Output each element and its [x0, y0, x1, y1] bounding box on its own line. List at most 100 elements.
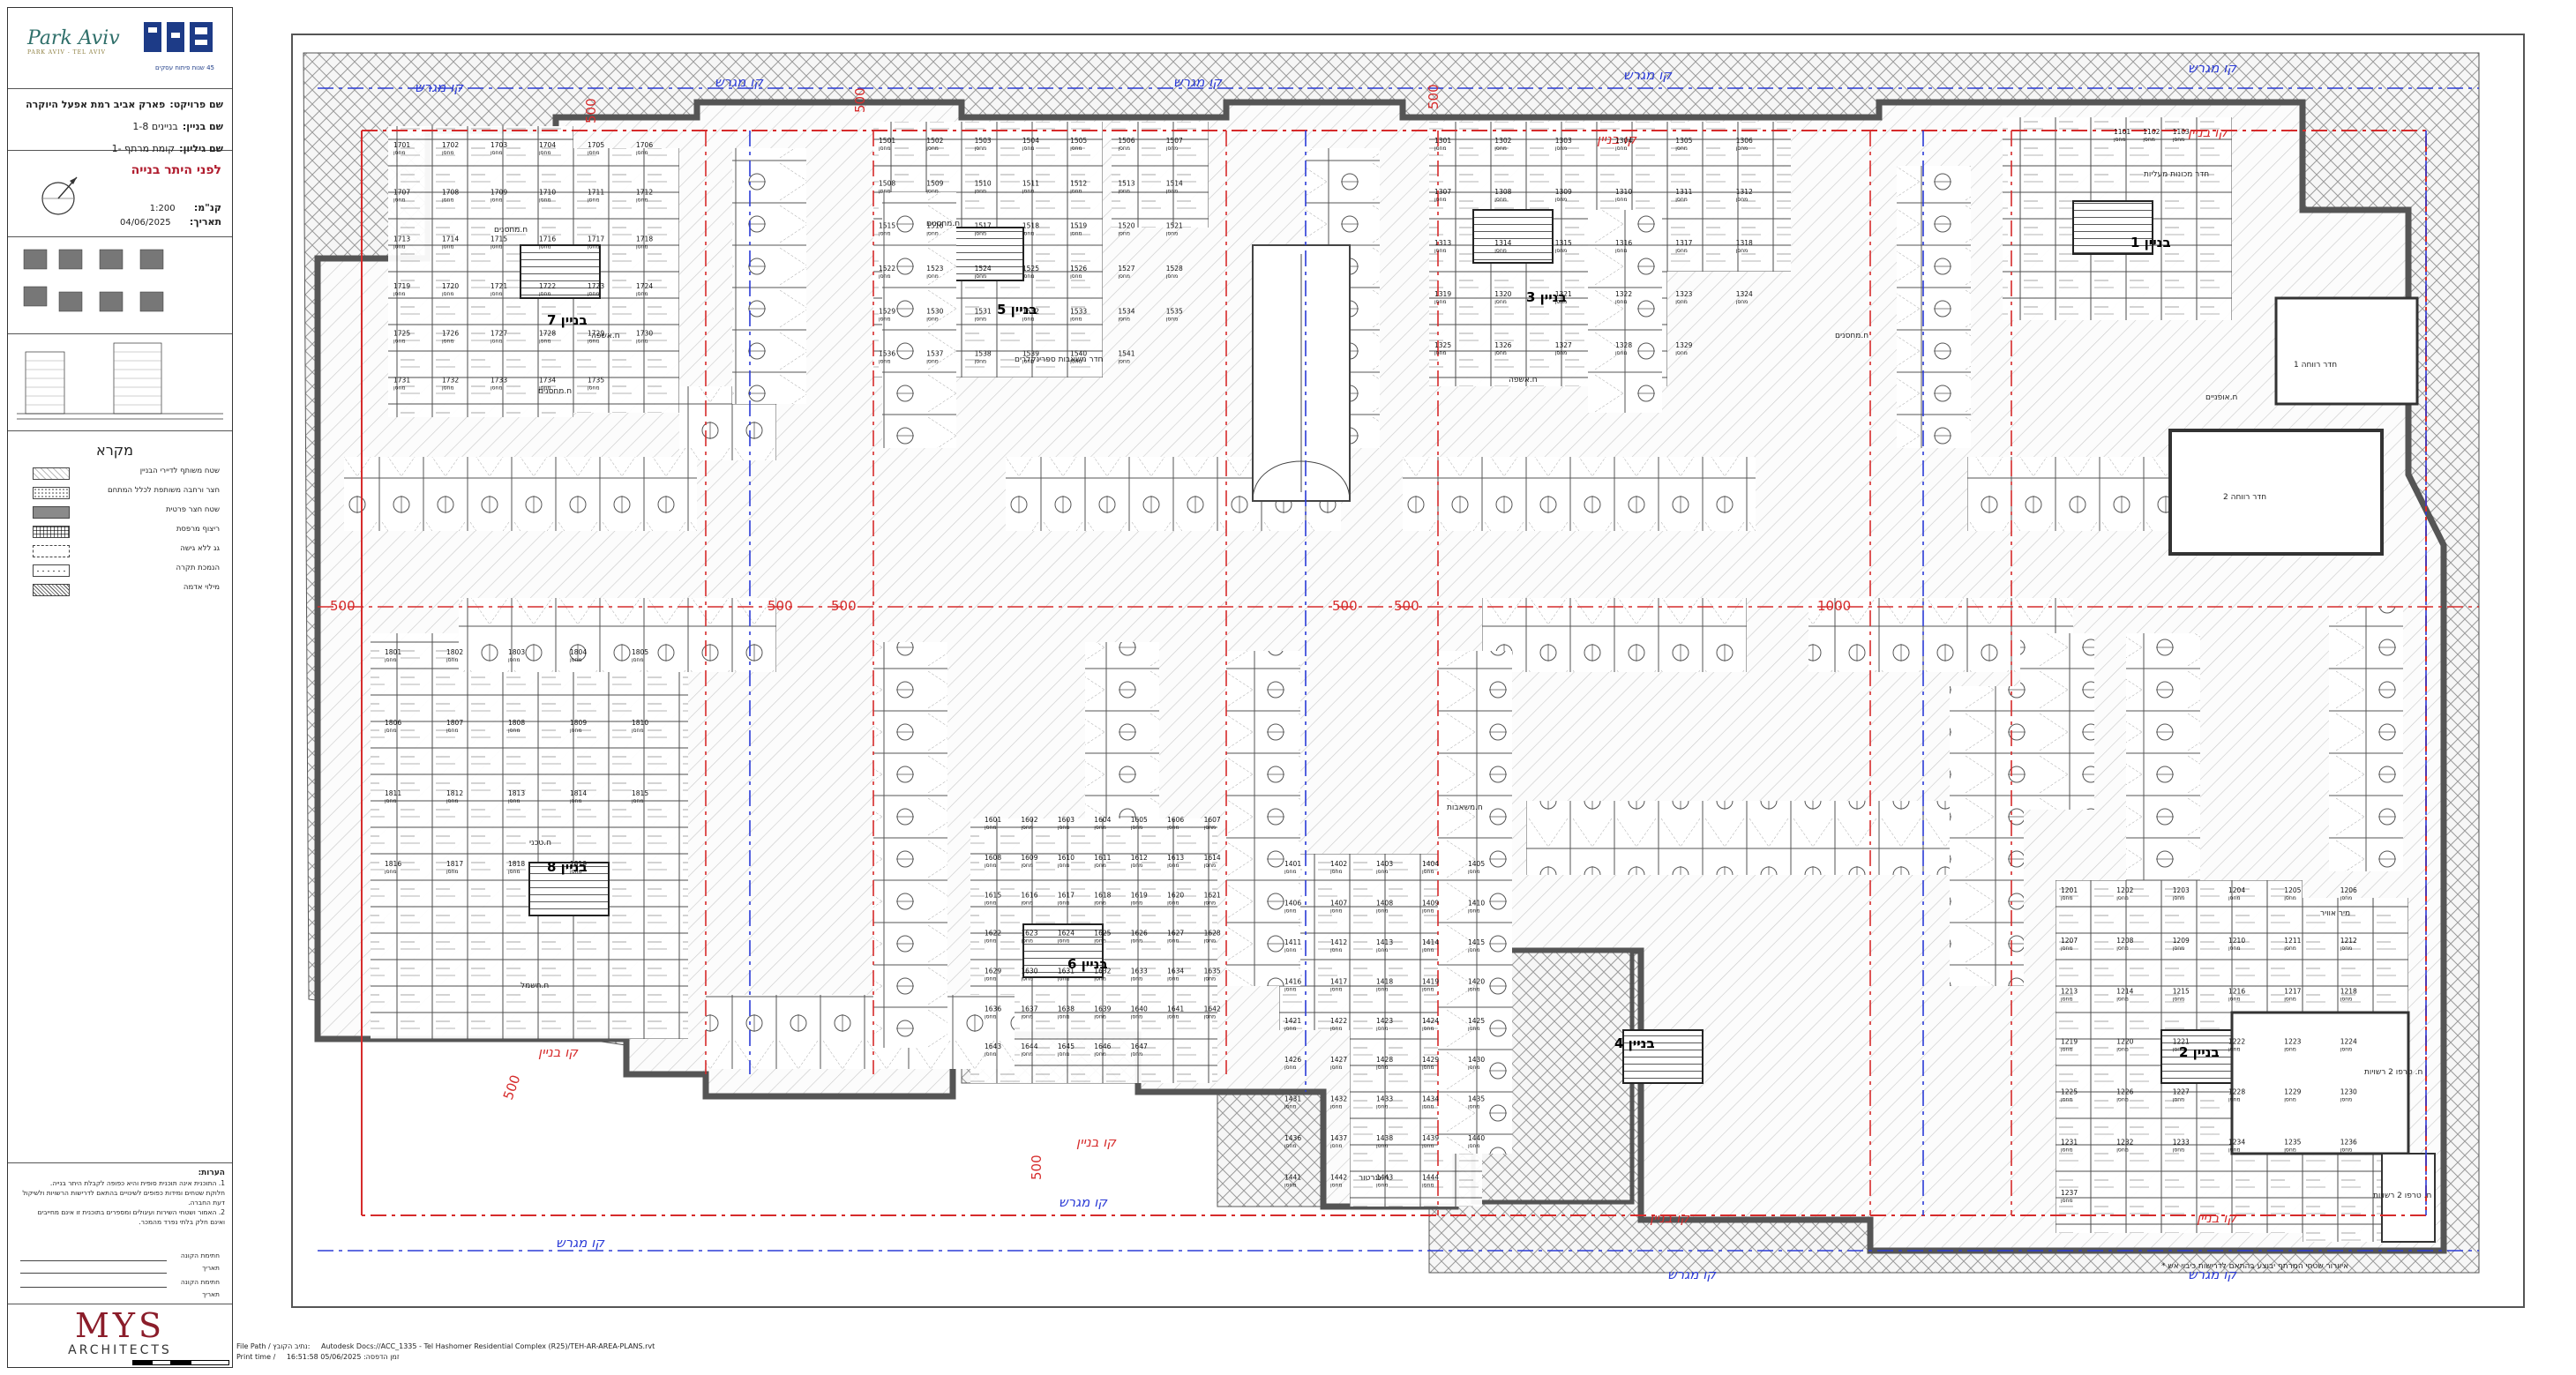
section-view	[8, 334, 232, 431]
storage-unit-label: מחסן	[393, 291, 406, 297]
storage-unit-label: מחסן	[1118, 316, 1130, 322]
storage-unit-label: מחסן	[632, 728, 644, 734]
note-4: ואינם חלק בלתי נפרד מהמכר.	[139, 1218, 225, 1226]
storage-unit-number: 1640	[1131, 1005, 1148, 1013]
legend-title: מקרא	[96, 442, 133, 459]
storage-unit-label: מחסן	[1422, 1143, 1434, 1149]
storage-unit-label: מחסן	[570, 657, 582, 663]
room-label: מיר אוויר	[2320, 909, 2350, 918]
storage-unit-label: מחסן	[1094, 863, 1106, 869]
storage-unit-number: 1228	[2228, 1088, 2245, 1096]
storage-unit-number: 1722	[539, 282, 556, 290]
storage-unit-label: מחסן	[2116, 945, 2129, 952]
storage-unit-label: מחסן	[2061, 895, 2073, 901]
storage-unit-number: 1412	[1330, 938, 1347, 946]
storage-unit-number: 1432	[1330, 1095, 1347, 1103]
storage-unit-number: 1812	[446, 789, 463, 797]
storage-unit-number: 1633	[1131, 967, 1148, 975]
legend-item: שטח חצר פרטית	[26, 504, 220, 519]
signatures: חתימת הקונה תאריך חתימת הקונה תאריך	[20, 1252, 220, 1301]
storage-unit-label: מחסן	[926, 231, 939, 237]
storage-unit-label: מחסן	[1330, 869, 1343, 875]
storage-unit-label: מחסן	[490, 244, 503, 250]
storage-unit-number: 1819	[570, 860, 587, 868]
storage-unit-number: 1713	[393, 235, 410, 243]
storage-unit-label: מחסן	[570, 798, 582, 804]
storage-unit-label: מחסן	[2340, 1097, 2353, 1103]
storage-unit-number: 1721	[490, 282, 507, 290]
storage-unit-label: מחסן	[490, 385, 503, 392]
storage-unit-label: מחסן	[1468, 947, 1480, 953]
scale-bar	[132, 1360, 229, 1367]
storage-unit-number: 1619	[1131, 892, 1148, 900]
storage-unit-number: 1624	[1058, 930, 1075, 938]
storage-unit-label: מחסן	[632, 798, 644, 804]
storage-unit-label: מחסן	[1675, 146, 1688, 152]
storage-unit-number: 1426	[1284, 1056, 1301, 1064]
storage-unit-label: מחסן	[1022, 316, 1035, 322]
storage-unit-label: מחסן	[1675, 299, 1688, 305]
storage-unit-label: מחסן	[1422, 1065, 1434, 1071]
scale-row: קנ"מ: 1:200	[149, 202, 221, 213]
storage-unit-number: 1625	[1094, 930, 1111, 938]
storage-unit-label: מחסן	[2340, 945, 2353, 952]
storage-unit-label: מחסן	[1058, 938, 1070, 945]
dimension-500: 500	[852, 87, 868, 113]
key-plan	[8, 237, 232, 334]
storage-unit-numbers: 1701מחסן1702מחסן1703מחסן1704מחסן1705מחסן…	[385, 128, 2357, 1204]
storage-unit-label: מחסן	[588, 385, 600, 392]
storage-unit-number: 1605	[1131, 816, 1148, 824]
building-cores	[520, 200, 2242, 1084]
storage-unit-number: 1317	[1675, 239, 1692, 247]
storage-unit-label: מחסן	[2228, 996, 2241, 1002]
storage-unit-number: 1726	[442, 329, 459, 337]
storage-unit-number: 1804	[570, 648, 587, 656]
storage-unit-label: מחסן	[588, 197, 600, 203]
storage-unit-number: 1504	[1022, 137, 1039, 145]
storage-unit-label: מחסן	[1434, 350, 1447, 356]
storage-unit-label: מחסן	[385, 728, 397, 734]
storage-unit-number: 1434	[1422, 1095, 1439, 1103]
storage-unit-label: מחסן	[2061, 1147, 2073, 1154]
storage-unit-number: 1614	[1204, 854, 1221, 862]
storage-unit-number: 1209	[2173, 937, 2190, 945]
storage-unit-number: 1644	[1021, 1042, 1037, 1050]
storage-unit-label: מחסן	[1166, 273, 1179, 280]
storage-unit-label: מחסן	[2143, 137, 2155, 143]
storage-unit-number: 1406	[1284, 899, 1301, 907]
storage-unit-number: 1227	[2173, 1088, 2190, 1096]
storage-unit-label: מחסן	[1166, 316, 1179, 322]
storage-unit-label: מחסן	[1070, 273, 1082, 280]
storage-unit-label: מחסן	[1330, 1026, 1343, 1032]
legend-text: שטח חצר פרטית	[166, 505, 220, 514]
room-label: ח.מחסנים	[1835, 332, 1868, 340]
storage-unit-label: מחסן	[1736, 146, 1749, 152]
storage-unit-label: מחסן	[570, 728, 582, 734]
plan-frame	[291, 34, 2525, 1308]
storage-unit-number: 1622	[985, 930, 1001, 938]
storage-unit-number: 1408	[1376, 899, 1393, 907]
storage-unit-label: מחסן	[2116, 1097, 2129, 1103]
storage-unit-number: 1310	[1615, 188, 1632, 196]
storage-unit-number: 1734	[539, 377, 556, 385]
storage-unit-number: 1634	[1167, 967, 1184, 975]
storage-unit-label: מחסן	[2228, 895, 2241, 901]
print-footer: File Path / נתיב הקובץ: Autodesk Docs://…	[236, 1334, 2569, 1367]
storage-unit-number: 1709	[490, 188, 507, 196]
storage-unit-number: 1732	[442, 377, 459, 385]
storage-unit-label: מחסן	[1058, 863, 1070, 869]
storage-unit-label: מחסן	[1468, 1104, 1480, 1110]
storage-unit-label: מחסן	[1434, 299, 1447, 305]
storage-unit-number: 1407	[1330, 899, 1347, 907]
storage-unit-number: 1520	[1118, 222, 1134, 230]
plot-line-label: קו מגרש	[1667, 1267, 1717, 1282]
storage-unit-label: מחסן	[446, 728, 459, 734]
room-label: ח.אשפה	[1509, 376, 1538, 385]
storage-unit-number: 1425	[1468, 1017, 1485, 1025]
storage-unit-number: 1609	[1021, 854, 1037, 862]
dimension-500: 500	[583, 98, 599, 123]
storage-unit-label: מחסן	[1021, 900, 1033, 907]
legend-item: חצר ורחבה משותפת לכלל המתחם	[26, 484, 220, 499]
storage-unit-number: 1524	[975, 265, 992, 273]
storage-unit-label: מחסן	[1422, 1104, 1434, 1110]
